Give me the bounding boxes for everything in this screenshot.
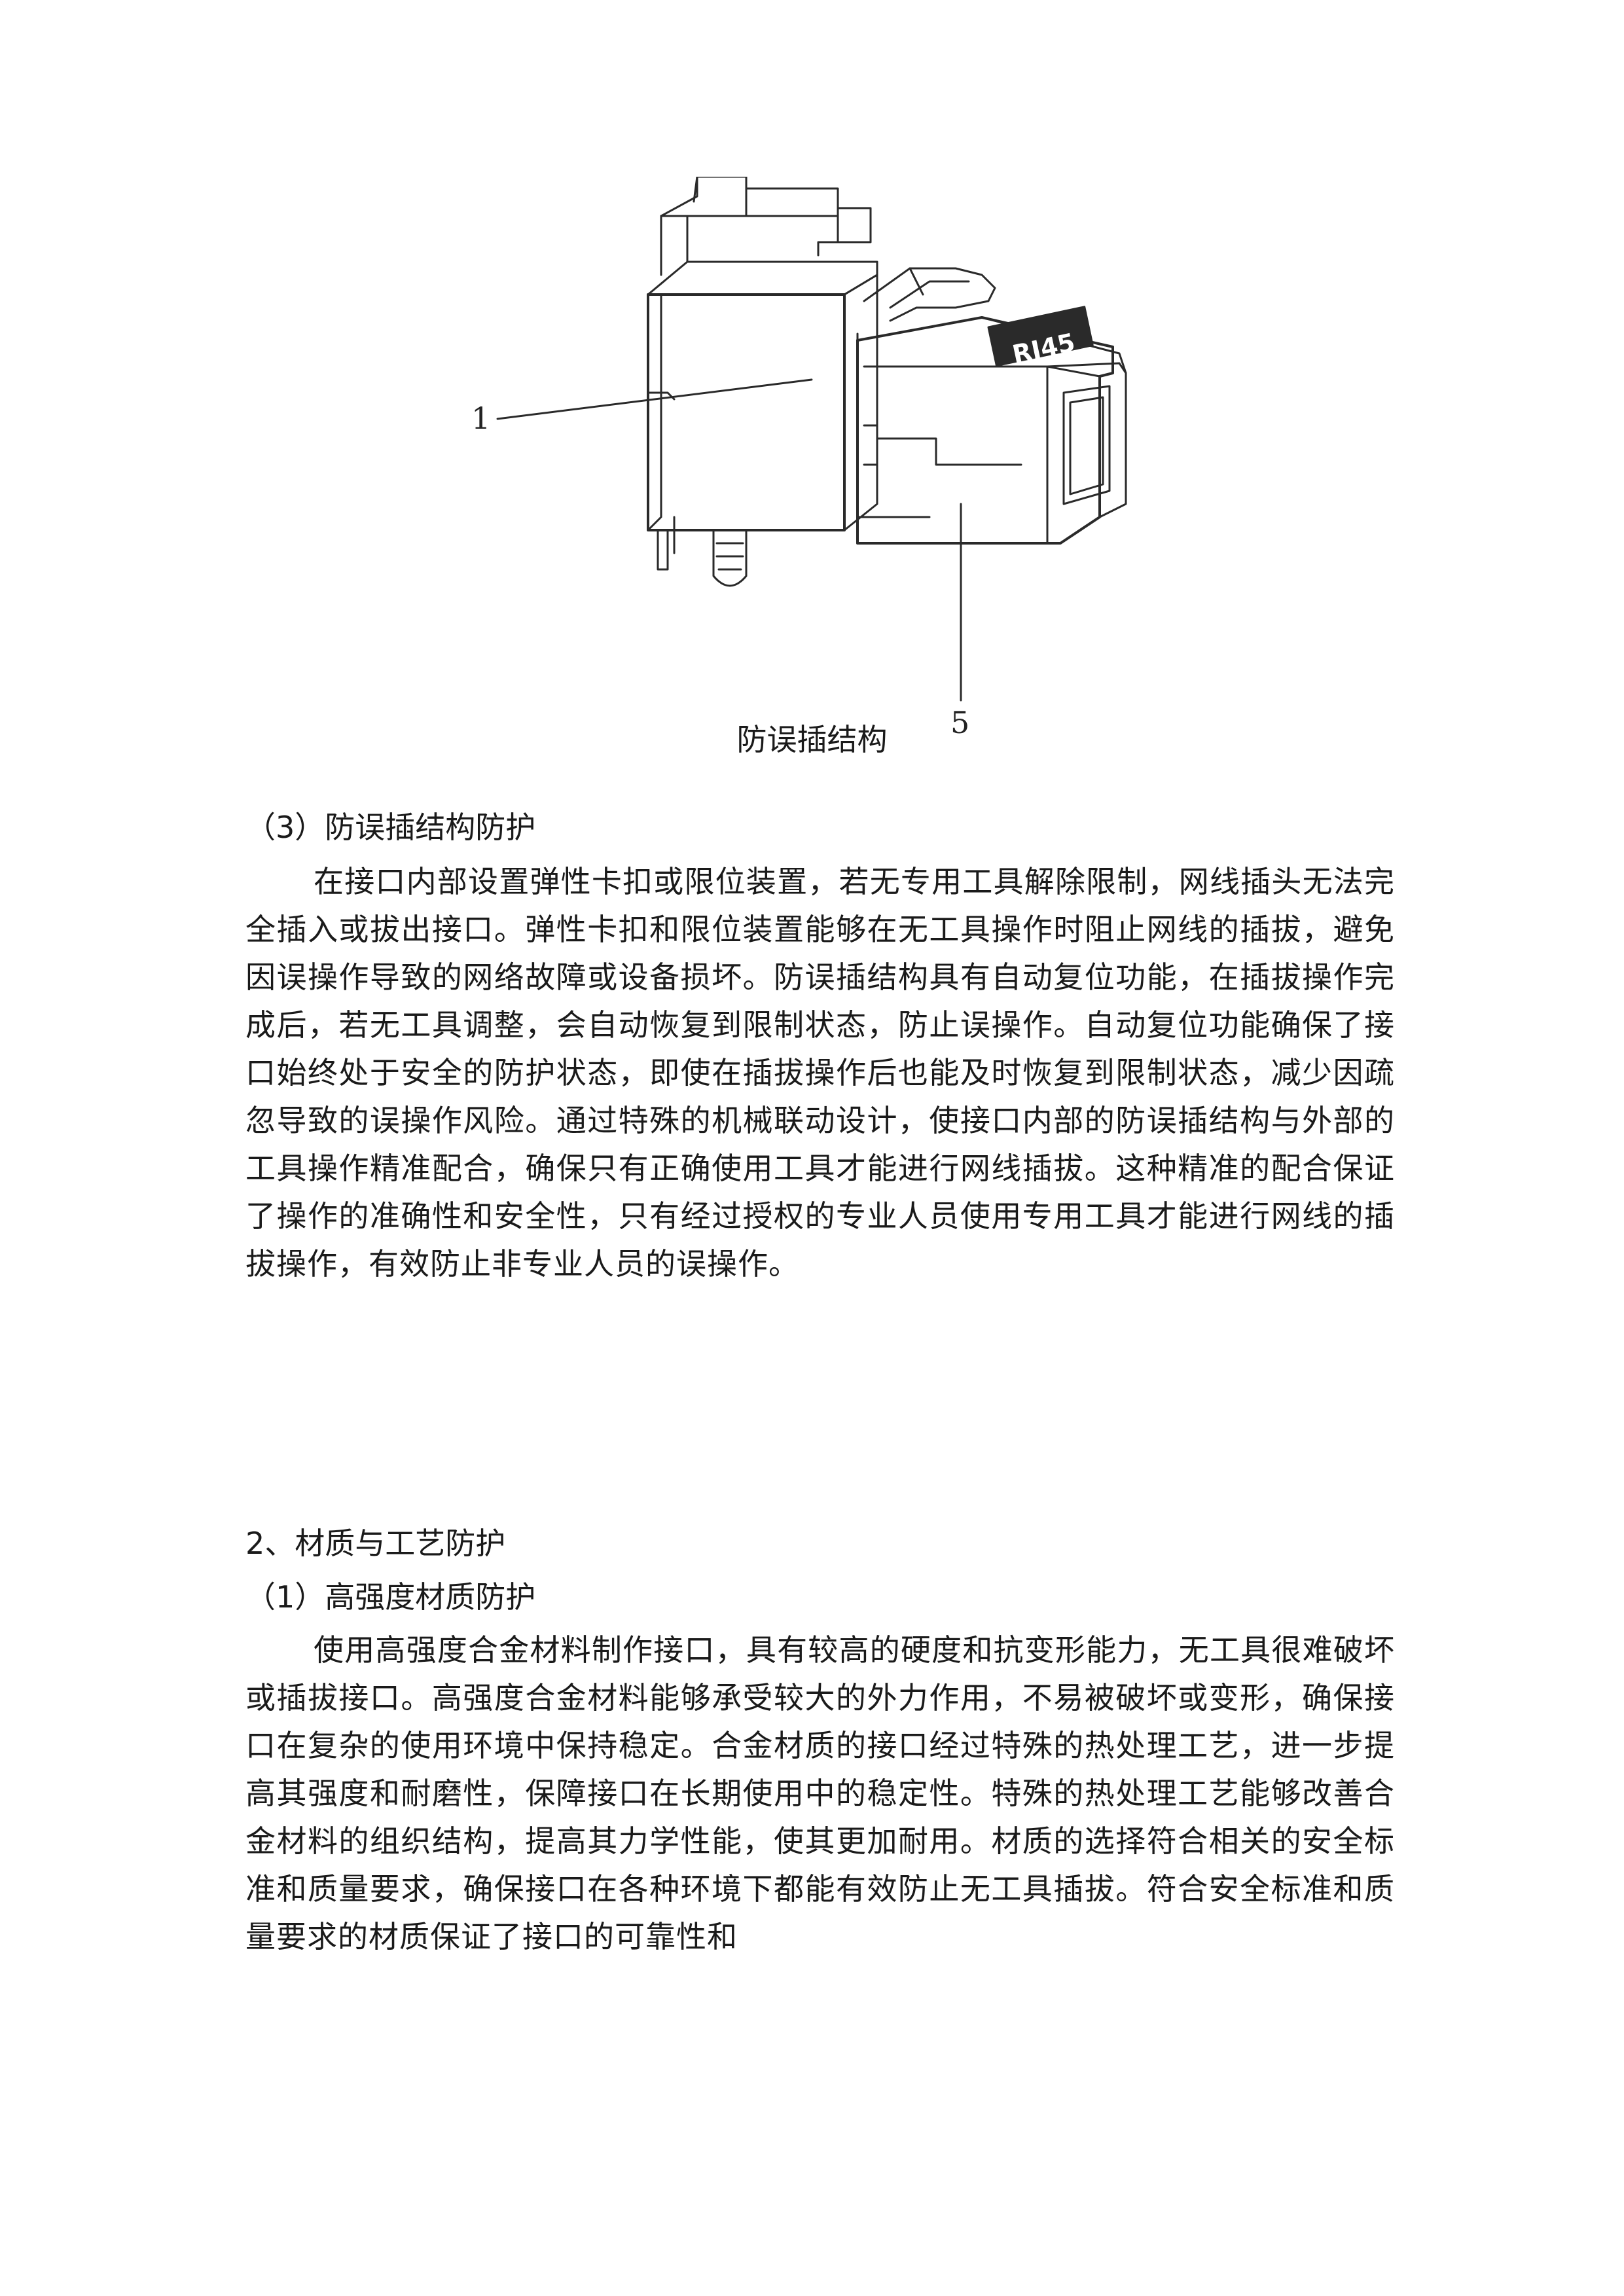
section-2-subheading: （1）高强度材质防护	[245, 1579, 536, 1615]
callout-1-leader	[496, 378, 813, 420]
section-2-body: 使用高强度合金材料制作接口，具有较高的硬度和抗变形能力，无工具很难破坏或插拔接口…	[245, 1626, 1395, 1961]
housing-front	[647, 293, 846, 531]
rj45-connector-drawing: RJ45 1 5	[471, 177, 1127, 740]
connector-figure: RJ45 1 5	[471, 177, 1178, 740]
rj45-label-plate	[987, 306, 1094, 367]
callout-1-label: 1	[471, 401, 490, 436]
section-3-body: 在接口内部设置弹性卡扣或限位装置，若无专用工具解除限制，网线插头无法完全插入或拔…	[245, 858, 1395, 1288]
section-2-paragraph: 使用高强度合金材料制作接口，具有较高的硬度和抗变形能力，无工具很难破坏或插拔接口…	[245, 1632, 1395, 1954]
section-3-heading: （3）防误插结构防护	[245, 810, 536, 845]
callout-5-label: 5	[950, 705, 969, 740]
figure-caption: 防误插结构	[736, 722, 888, 757]
section-2-heading: 2、材质与工艺防护	[245, 1526, 506, 1561]
section-3-paragraph: 在接口内部设置弹性卡扣或限位装置，若无专用工具解除限制，网线插头无法完全插入或拔…	[245, 864, 1395, 1282]
